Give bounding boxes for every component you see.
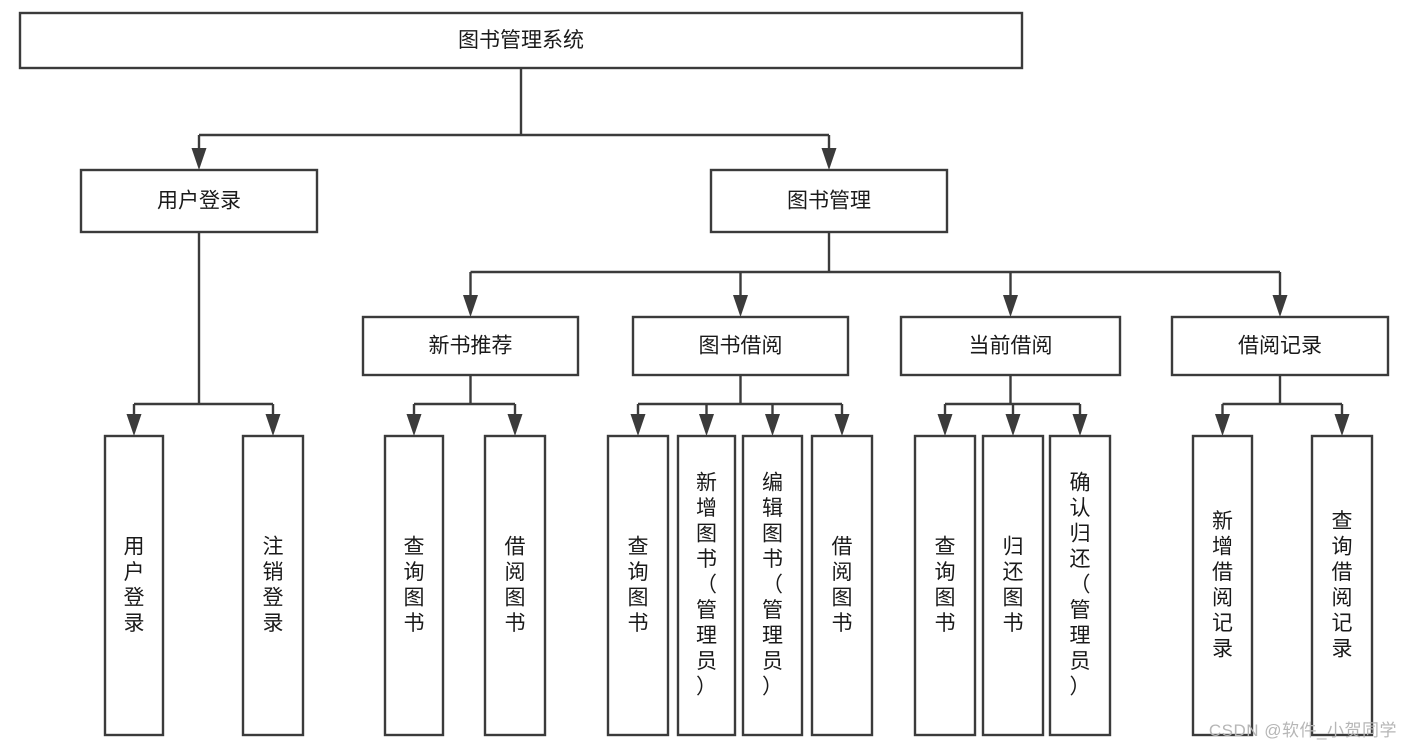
node-box-book-manage[interactable]: [709, 168, 949, 234]
node-leaf-cb-query[interactable]: 查询图书: [913, 434, 977, 737]
node-layer: 图书管理系统用户登录图书管理新书推荐图书借阅当前借阅借阅记录用户登录注销登录查询…: [18, 11, 1390, 737]
node-box-root[interactable]: [18, 11, 1024, 70]
node-current-borrow[interactable]: 当前借阅: [899, 315, 1122, 377]
node-label-leaf-rec-borrow: 借阅图书: [505, 535, 526, 635]
node-label-leaf-user-login: 用户登录: [124, 535, 145, 635]
node-box-current-borrow[interactable]: [899, 315, 1122, 377]
node-box-book-borrow[interactable]: [631, 315, 850, 377]
node-label-leaf-bb-edit: 编辑图书（管理员）: [762, 471, 783, 698]
node-label-current-borrow: 当前借阅: [969, 335, 1053, 358]
node-box-leaf-user-login[interactable]: [103, 434, 165, 737]
connector-group-book-manage: [463, 232, 1288, 317]
connector-group-current-borrow: [937, 375, 1088, 436]
node-label-leaf-bb-borrow: 借阅图书: [832, 535, 853, 635]
node-box-leaf-cb-return[interactable]: [981, 434, 1045, 737]
node-label-leaf-bb-query: 查询图书: [628, 535, 649, 635]
node-book-borrow[interactable]: 图书借阅: [631, 315, 850, 377]
node-label-leaf-rec-query: 查询图书: [404, 535, 425, 635]
node-user-login[interactable]: 用户登录: [79, 168, 319, 234]
node-label-book-manage: 图书管理: [787, 190, 871, 213]
node-label-leaf-cb-confirm: 确认归还（管理员）: [1070, 471, 1091, 698]
node-leaf-bb-borrow[interactable]: 借阅图书: [810, 434, 874, 737]
node-label-borrow-record: 借阅记录: [1238, 335, 1322, 358]
node-leaf-br-add[interactable]: 新增借阅记录: [1191, 434, 1254, 737]
node-borrow-record[interactable]: 借阅记录: [1170, 315, 1390, 377]
node-box-leaf-bb-edit[interactable]: [741, 434, 804, 737]
node-box-leaf-rec-borrow[interactable]: [483, 434, 547, 737]
node-label-leaf-cb-return: 归还图书: [1003, 535, 1024, 635]
node-box-leaf-bb-query[interactable]: [606, 434, 670, 737]
node-new-book-rec[interactable]: 新书推荐: [361, 315, 580, 377]
node-box-leaf-cb-confirm[interactable]: [1048, 434, 1112, 737]
connector-layer: [126, 68, 1350, 436]
node-box-leaf-bb-borrow[interactable]: [810, 434, 874, 737]
node-box-borrow-record[interactable]: [1170, 315, 1390, 377]
node-leaf-rec-borrow[interactable]: 借阅图书: [483, 434, 547, 737]
node-leaf-bb-query[interactable]: 查询图书: [606, 434, 670, 737]
connector-group-root: [191, 68, 837, 170]
node-box-leaf-br-add[interactable]: [1191, 434, 1254, 737]
node-label-leaf-user-logout: 注销登录: [263, 535, 284, 635]
node-leaf-bb-add[interactable]: 新增图书（管理员）: [676, 434, 737, 737]
node-leaf-user-logout[interactable]: 注销登录: [241, 434, 305, 737]
node-label-leaf-br-add: 新增借阅记录: [1212, 509, 1233, 660]
node-label-root: 图书管理系统: [458, 29, 584, 52]
node-root[interactable]: 图书管理系统: [18, 11, 1024, 70]
node-leaf-user-login[interactable]: 用户登录: [103, 434, 165, 737]
node-leaf-bb-edit[interactable]: 编辑图书（管理员）: [741, 434, 804, 737]
node-label-leaf-br-query: 查询借阅记录: [1332, 509, 1353, 660]
connector-group-book-borrow: [630, 375, 850, 436]
node-leaf-rec-query[interactable]: 查询图书: [383, 434, 445, 737]
node-label-user-login: 用户登录: [157, 190, 241, 213]
node-book-manage[interactable]: 图书管理: [709, 168, 949, 234]
node-box-leaf-bb-add[interactable]: [676, 434, 737, 737]
node-label-leaf-bb-add: 新增图书（管理员）: [696, 471, 717, 698]
node-box-leaf-br-query[interactable]: [1310, 434, 1374, 737]
connector-group-borrow-record: [1215, 375, 1350, 436]
node-label-leaf-cb-query: 查询图书: [935, 535, 956, 635]
connector-group-new-book-rec: [406, 375, 523, 436]
connector-group-user-login: [126, 232, 281, 436]
node-box-user-login[interactable]: [79, 168, 319, 234]
node-box-leaf-rec-query[interactable]: [383, 434, 445, 737]
node-leaf-br-query[interactable]: 查询借阅记录: [1310, 434, 1374, 737]
node-leaf-cb-return[interactable]: 归还图书: [981, 434, 1045, 737]
node-leaf-cb-confirm[interactable]: 确认归还（管理员）: [1048, 434, 1112, 737]
node-label-book-borrow: 图书借阅: [699, 335, 783, 358]
node-box-leaf-cb-query[interactable]: [913, 434, 977, 737]
node-box-leaf-user-logout[interactable]: [241, 434, 305, 737]
node-label-new-book-rec: 新书推荐: [429, 335, 513, 358]
node-box-new-book-rec[interactable]: [361, 315, 580, 377]
